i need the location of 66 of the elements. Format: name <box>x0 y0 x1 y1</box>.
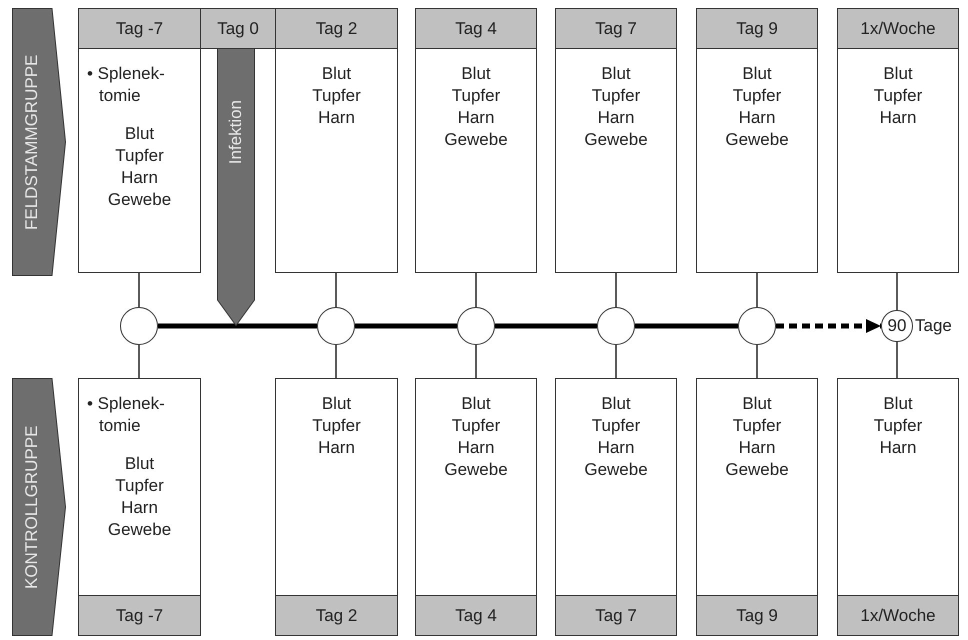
sample-list: Blut Tupfer Harn Gewebe <box>444 63 508 151</box>
timeline-line <box>495 324 597 328</box>
connector-line <box>615 345 617 378</box>
connector-line <box>756 345 758 378</box>
day-header: Tag 4 <box>416 595 536 635</box>
group-label: KONTROLLGRUPPE <box>22 424 42 591</box>
sample-list: Blut Tupfer Harn Gewebe <box>725 63 789 151</box>
timepoint-box <box>415 8 537 273</box>
sample-list: Blut Tupfer Harn <box>874 63 922 129</box>
connector-line <box>138 345 140 378</box>
day-header: 1x/Woche <box>838 9 958 49</box>
timepoint-box <box>555 378 677 636</box>
sample-list: Blut Tupfer Harn <box>874 393 922 459</box>
unit-label: Tage <box>915 316 952 336</box>
timepoint-box <box>837 378 959 636</box>
day-header: Tag 9 <box>697 9 817 49</box>
sample-list: Blut Tupfer Harn Gewebe <box>584 63 648 151</box>
timepoint-circle <box>457 307 495 345</box>
day-header: Tag 9 <box>697 595 817 635</box>
sample-list: Blut Tupfer Harn Gewebe <box>108 123 172 211</box>
connector-line <box>756 273 758 307</box>
timepoint-box <box>78 378 201 636</box>
timeline-line <box>355 324 457 328</box>
timepoint-box <box>837 8 959 273</box>
connector-line <box>475 273 477 307</box>
sample-list: Blut Tupfer Harn <box>312 393 361 459</box>
timepoint-circle <box>738 307 776 345</box>
connector-line <box>615 273 617 307</box>
connector-line <box>138 273 140 307</box>
day-header: Tag -7 <box>79 595 200 635</box>
connector-line <box>335 345 337 378</box>
connector-line <box>335 273 337 307</box>
timeline-line <box>158 324 317 328</box>
timeline-line <box>635 324 738 328</box>
day-header: Tag 7 <box>556 9 676 49</box>
procedure-text: • Splenek- tomie <box>87 393 166 437</box>
timepoint-box <box>696 8 818 273</box>
sample-list: Blut Tupfer Harn Gewebe <box>584 393 648 481</box>
day-header: Tag 4 <box>416 9 536 49</box>
connector-line <box>896 342 898 378</box>
connector-line <box>475 345 477 378</box>
timepoint-box <box>555 8 677 273</box>
timepoint-box <box>415 378 537 636</box>
group-label: FELDSTAMMGRUPPE <box>22 53 42 232</box>
timepoint-box <box>275 378 398 636</box>
procedure-text: • Splenek- tomie <box>87 63 166 107</box>
timepoint-circle <box>317 307 355 345</box>
timepoint-circle <box>120 307 158 345</box>
day-header: Tag 2 <box>276 9 397 49</box>
sample-list: Blut Tupfer Harn <box>312 63 361 129</box>
sample-list: Blut Tupfer Harn Gewebe <box>725 393 789 481</box>
sample-list: Blut Tupfer Harn Gewebe <box>108 453 172 541</box>
timepoint-circle: 90 <box>881 310 913 342</box>
connector-line <box>896 273 898 310</box>
timepoint-box <box>78 8 201 273</box>
day-header: 1x/Woche <box>838 595 958 635</box>
day-header: Tag -7 <box>79 9 200 49</box>
day-header: Tag 2 <box>276 595 397 635</box>
timepoint-box <box>696 378 818 636</box>
timeline-arrow <box>776 319 881 333</box>
timepoint-circle <box>597 307 635 345</box>
timepoint-box <box>275 8 398 273</box>
infection-label: Infektion <box>226 100 246 164</box>
day-header: Tag 7 <box>556 595 676 635</box>
sample-list: Blut Tupfer Harn Gewebe <box>444 393 508 481</box>
day-header: Tag 0 <box>200 8 276 49</box>
